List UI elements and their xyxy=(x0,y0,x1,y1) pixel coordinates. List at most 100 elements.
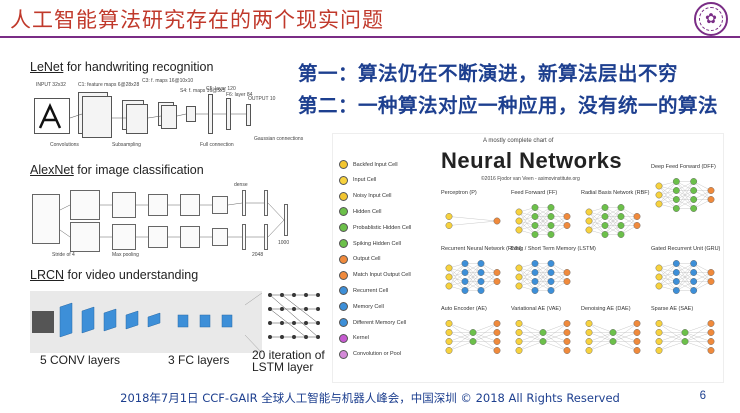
lrcn-input-frame xyxy=(32,311,54,333)
lenet-purpose: for handwriting recognition xyxy=(63,60,214,74)
legend-cell-icon xyxy=(339,160,348,169)
lenet-subsampling-label: Subsampling xyxy=(112,142,141,148)
nn-legend-item: Recurrent Cell xyxy=(339,286,389,296)
alexnet-conv1-top xyxy=(70,190,100,220)
network-diagram xyxy=(445,260,501,294)
nn-chart-title: Neural Networks xyxy=(441,148,623,173)
lenet-s2-plane-2 xyxy=(126,104,148,134)
network-diagram xyxy=(515,260,571,294)
nn-legend-item: Memory Cell xyxy=(339,302,384,312)
network-diagram xyxy=(655,260,715,294)
lenet-c1-label: C1: feature maps 6@28x28 xyxy=(78,82,140,88)
legend-label: Kernel xyxy=(353,335,369,342)
network-diagram xyxy=(445,320,501,354)
lenet-f6-layer xyxy=(226,98,231,130)
lenet-c3-plane-2 xyxy=(161,105,177,129)
legend-cell-icon xyxy=(339,207,348,217)
network-diagram xyxy=(515,320,571,354)
legend-label: Noisy Input Cell xyxy=(353,193,392,200)
legend-cell-icon xyxy=(339,333,348,343)
alexnet-dense1-top xyxy=(242,190,246,216)
lenet-diagram: INPUT 32x32 C1: feature maps 6@28x28 C3:… xyxy=(30,78,304,154)
legend-label: Different Memory Cell xyxy=(353,319,407,326)
slide-footer: 2018年7月1日 CCF-GAIR 全球人工智能与机器人峰会，中国深圳 © 2… xyxy=(120,391,620,405)
nn-legend-item: Kernel xyxy=(339,333,369,343)
title-divider xyxy=(0,36,740,38)
nn-legend-item: Backfed Input Cell xyxy=(339,160,398,169)
legend-label: Recurrent Cell xyxy=(353,287,389,294)
claims-block: 第一：算法仍在不断演进，新算法层出不穷 第二：一种算法对应一种应用，没有统一的算… xyxy=(298,58,718,122)
lenet-c1-plane-2 xyxy=(82,96,112,138)
legend-cell-icon xyxy=(339,175,348,185)
lenet-full-connection-label: Full connection xyxy=(200,142,234,148)
lenet-c5-label: C5: layer 120 xyxy=(206,86,236,92)
network-name: Perceptron (P) xyxy=(441,190,477,196)
network-diagram xyxy=(585,320,641,354)
alexnet-output xyxy=(284,204,288,236)
legend-label: Match Input Output Cell xyxy=(353,272,411,279)
legend-cell-icon xyxy=(339,191,348,201)
alexnet-connections xyxy=(59,202,285,238)
lrcn-fc-label: 3 FC layers xyxy=(168,353,230,367)
nn-legend-item: Hidden Cell xyxy=(339,207,381,217)
lenet-convolutions-label: Convolutions xyxy=(50,142,79,148)
network-diagram xyxy=(445,213,501,229)
alexnet-stride-label: Stride of 4 xyxy=(52,252,75,258)
lenet-c5-layer xyxy=(208,94,213,134)
alexnet-purpose: for image classification xyxy=(73,163,204,177)
lrcn-lstm-grid xyxy=(268,293,320,339)
network-name: Variational AE (VAE) xyxy=(511,306,561,312)
nn-legend-item: Convolution or Pool xyxy=(339,349,402,359)
network-diagram xyxy=(585,204,641,238)
alexnet-conv2-bottom xyxy=(112,224,136,250)
lrcn-lstm-label: 20 iteration of LSTM layer xyxy=(252,348,325,374)
legend-cell-icon xyxy=(339,239,348,248)
alexnet-1000-label: 1000 xyxy=(278,240,290,246)
university-logo-icon: ✿ xyxy=(694,2,728,36)
alexnet-dense2-bottom xyxy=(264,224,268,250)
lenet-gaussian-label: Gaussian connections xyxy=(254,136,304,142)
legend-cell-icon xyxy=(339,349,348,359)
legend-cell-icon xyxy=(339,286,348,296)
alexnet-conv4-top xyxy=(180,194,200,216)
network-name: Recurrent Neural Network (RNN) xyxy=(441,246,522,252)
alexnet-caption: AlexNet for image classification xyxy=(30,163,204,177)
nn-chart-credit: ©2016 Fjodor van Veen - asimovinstitute.… xyxy=(481,176,580,182)
nn-chart-heading: A mostly complete chart of xyxy=(483,138,554,144)
alexnet-diagram: Stride of 4 Max pooling dense 2048 1000 xyxy=(30,180,300,260)
lrcn-diagram: 5 CONV layers 3 FC layers 20 iteration o… xyxy=(30,285,330,375)
legend-label: Probablistic Hidden Cell xyxy=(353,224,412,231)
lrcn-caption: LRCN for video understanding xyxy=(30,268,198,282)
network-diagram xyxy=(655,320,715,354)
alexnet-conv1-bottom xyxy=(70,222,100,252)
network-name: Radial Basis Network (RBF) xyxy=(581,190,650,196)
alexnet-dense1-bottom xyxy=(242,224,246,250)
alexnet-conv3-bottom xyxy=(148,226,168,248)
network-diagram xyxy=(515,204,571,238)
lenet-output-layer xyxy=(246,104,251,126)
legend-label: Backfed Input Cell xyxy=(353,161,398,168)
lenet-f6-label: F6: layer 84 xyxy=(226,92,253,98)
legend-label: Output Cell xyxy=(353,256,381,263)
alexnet-2048-label: 2048 xyxy=(252,252,264,258)
nn-legend-item: Output Cell xyxy=(339,254,381,264)
nn-legend-item: Match Input Output Cell xyxy=(339,270,411,280)
lenet-c3-label: C3: f. maps 16@10x10 xyxy=(142,78,194,84)
alexnet-conv4-bottom xyxy=(180,226,200,248)
lrcn-purpose: for video understanding xyxy=(64,268,199,282)
network-name: Feed Forward (FF) xyxy=(511,190,558,196)
lenet-connections xyxy=(69,113,246,119)
nn-legend-item: Different Memory Cell xyxy=(339,318,406,327)
legend-label: Convolution or Pool xyxy=(353,351,402,358)
legend-label: Memory Cell xyxy=(353,303,384,310)
alexnet-conv5-top xyxy=(212,196,228,214)
nn-legend-item: Spiking Hidden Cell xyxy=(339,239,401,248)
legend-cell-icon xyxy=(339,223,348,233)
network-name: Long / Short Term Memory (LSTM) xyxy=(511,246,596,252)
legend-cell-icon xyxy=(339,318,348,327)
network-name: Denoising AE (DAE) xyxy=(581,306,631,312)
network-name: Deep Feed Forward (DFF) xyxy=(651,164,716,170)
alexnet-dense2-top xyxy=(264,190,268,216)
neural-networks-chart: A mostly complete chart of Neural Networ… xyxy=(332,133,724,383)
alexnet-dense-label: dense xyxy=(234,182,248,188)
